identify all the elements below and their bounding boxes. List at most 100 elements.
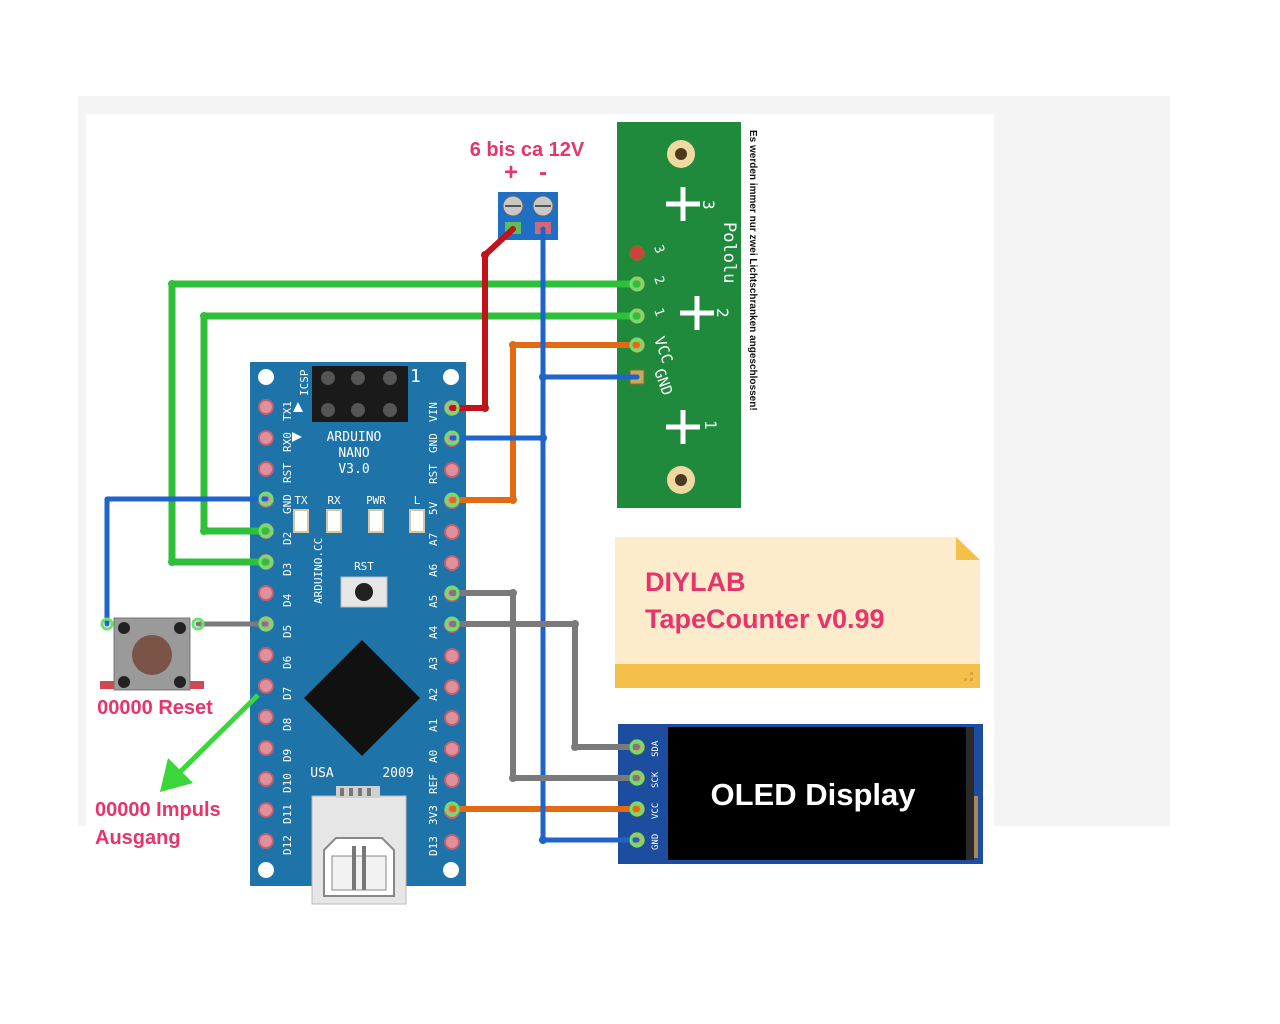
output-arrow <box>160 693 260 792</box>
wire-a4-sda <box>449 621 640 750</box>
reset-push-button[interactable] <box>100 617 204 691</box>
pin-label-left: D10 <box>281 773 294 793</box>
pin-label-right: RST <box>427 464 440 484</box>
icsp-label: ICSP <box>298 369 311 396</box>
usa-label: USA <box>310 766 334 781</box>
pin-label-left: D4 <box>281 593 294 607</box>
supply-minus: - <box>539 159 547 186</box>
wire-5v-vcc <box>449 342 640 503</box>
board-name-line1: ARDUINO <box>327 430 382 445</box>
supply-label: 6 bis ca 12V <box>470 139 585 161</box>
pin-label-left: D8 <box>281 718 294 731</box>
pin-left-tx1 <box>258 399 274 415</box>
pin-label-left: RST <box>281 463 294 483</box>
pin-label-right: VIN <box>427 402 440 422</box>
board-name-line2: NANO <box>338 446 369 461</box>
led-label-rx: RX <box>327 494 341 507</box>
led-pwr <box>368 509 384 533</box>
led-label-tx: TX <box>294 494 308 507</box>
oled-pin-label: SDA <box>651 740 661 757</box>
pin-left-d6 <box>258 647 274 663</box>
led-l <box>409 509 425 533</box>
pin-left-d8 <box>258 709 274 725</box>
pin-label-left: D9 <box>281 749 294 762</box>
wires <box>104 226 641 843</box>
oled-pin-label: SCK <box>651 771 661 788</box>
output-label-line1: 00000 Impuls <box>95 799 221 821</box>
pin-left-rst <box>258 461 274 477</box>
pin-label-right: A6 <box>427 564 440 577</box>
pin-label-right: GND <box>427 433 440 453</box>
pin-label-right: D13 <box>427 836 440 856</box>
oled-label: OLED Display <box>711 777 917 812</box>
sensor-note: Es werden immer nur zwei Lichtschranken … <box>747 130 758 411</box>
pin-right-a0 <box>444 741 460 757</box>
wire-joints <box>168 251 579 844</box>
pin-left-rx0 <box>258 430 274 446</box>
pin-one-label: 1 <box>410 366 421 387</box>
pin-label-right: A3 <box>427 657 440 670</box>
pin-label-right: A0 <box>427 750 440 763</box>
pin-label-left: GND <box>281 494 294 514</box>
led-label-l: L <box>414 494 421 507</box>
oled-screen <box>668 727 968 860</box>
output-label-line2: Ausgang <box>95 827 181 849</box>
pin-right-a7 <box>444 524 460 540</box>
pin-label-right: A1 <box>427 719 440 732</box>
led-label-pwr: PWR <box>366 494 386 507</box>
pin-right-d13 <box>444 834 460 850</box>
sensor-marker-1: 1 <box>701 420 720 430</box>
pin-left-d9 <box>258 740 274 756</box>
pin-label-right: A7 <box>427 533 440 546</box>
reset-label: RST <box>354 560 374 573</box>
led-tx <box>293 509 309 533</box>
pin-label-right: REF <box>427 774 440 794</box>
sensor-marker-3: 3 <box>699 200 718 210</box>
pin-left-d11 <box>258 802 274 818</box>
pin-label-right: A2 <box>427 688 440 701</box>
sensor-title: Pololu <box>719 222 739 283</box>
oled-module <box>618 724 983 864</box>
note-subtitle: TapeCounter v0.99 <box>645 604 885 634</box>
wire-vin <box>449 226 516 411</box>
title-note-card <box>615 537 980 688</box>
wire-sensor2-d3 <box>168 280 641 566</box>
wire-a5-sck <box>449 590 640 781</box>
wire-button-gnd <box>104 496 269 627</box>
pin-label-right: 3V3 <box>427 805 440 825</box>
pin-label-left: D5 <box>281 625 294 638</box>
pin-label-left: D7 <box>281 687 294 700</box>
arduino-nano: ICSP 1 ARDUINO NANO V3.0 TX RX PWR L ARD… <box>250 362 466 905</box>
pin-right-a6 <box>444 555 460 571</box>
pin-right-a2 <box>444 679 460 695</box>
usb-connector <box>311 786 407 905</box>
pin-label-left: D3 <box>281 563 294 576</box>
pin-label-left: D11 <box>281 804 294 824</box>
pin-right-a3 <box>444 648 460 664</box>
pin-label-left: D2 <box>281 532 294 545</box>
led-rx <box>326 509 342 533</box>
sensor-marker-2: 2 <box>713 308 732 318</box>
pin-label-left: TX1 <box>281 401 294 421</box>
board-name-line3: V3.0 <box>338 462 369 477</box>
pin-label-right: A5 <box>427 595 440 608</box>
pin-left-d7 <box>258 678 274 694</box>
microcontroller-chip <box>304 640 420 756</box>
wire-sensor1-d2 <box>200 312 641 535</box>
pin-label-right: 5V <box>427 501 440 515</box>
pin-right-ref <box>444 772 460 788</box>
reset-label-text: 00000 Reset <box>97 697 213 719</box>
pin-left-d10 <box>258 771 274 787</box>
connection-highlights <box>100 276 645 848</box>
pin-right-rst <box>444 462 460 478</box>
oled-pin-label: VCC <box>651 803 661 819</box>
pin-label-right: A4 <box>427 625 440 639</box>
sensor-pin-3 <box>629 245 645 261</box>
website-label: ARDUINO.CC <box>312 538 325 604</box>
note-title: DIYLAB <box>645 567 746 597</box>
oled-pin-label: GND <box>651 834 661 850</box>
supply-plus: + <box>504 159 518 186</box>
pin-left-d12 <box>258 833 274 849</box>
